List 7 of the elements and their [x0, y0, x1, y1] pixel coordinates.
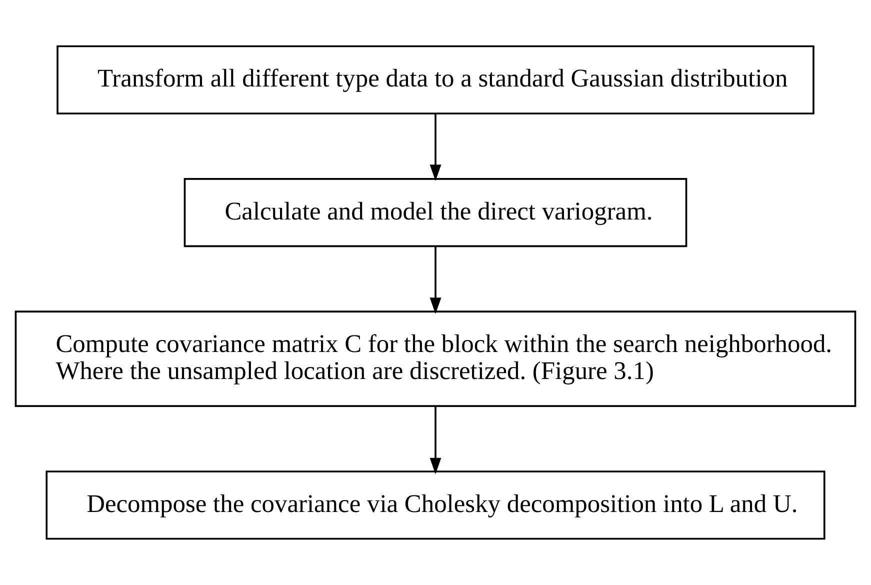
node-box: Compute covariance matrix C for the block within the search neighborhood. Where the unsampled location are discretized. (Figure 3.1) — [14, 310, 856, 407]
node-box: Calculate and model the direct variogram. — [184, 178, 688, 248]
arrow — [430, 406, 442, 474]
arrow — [430, 246, 442, 314]
arrow — [430, 114, 442, 182]
node-box: Transform all different type data to a standard Gaussian distribution — [56, 45, 814, 114]
node-box: Decompose the covariance via Cholesky decomposition into L and U. — [46, 470, 826, 540]
